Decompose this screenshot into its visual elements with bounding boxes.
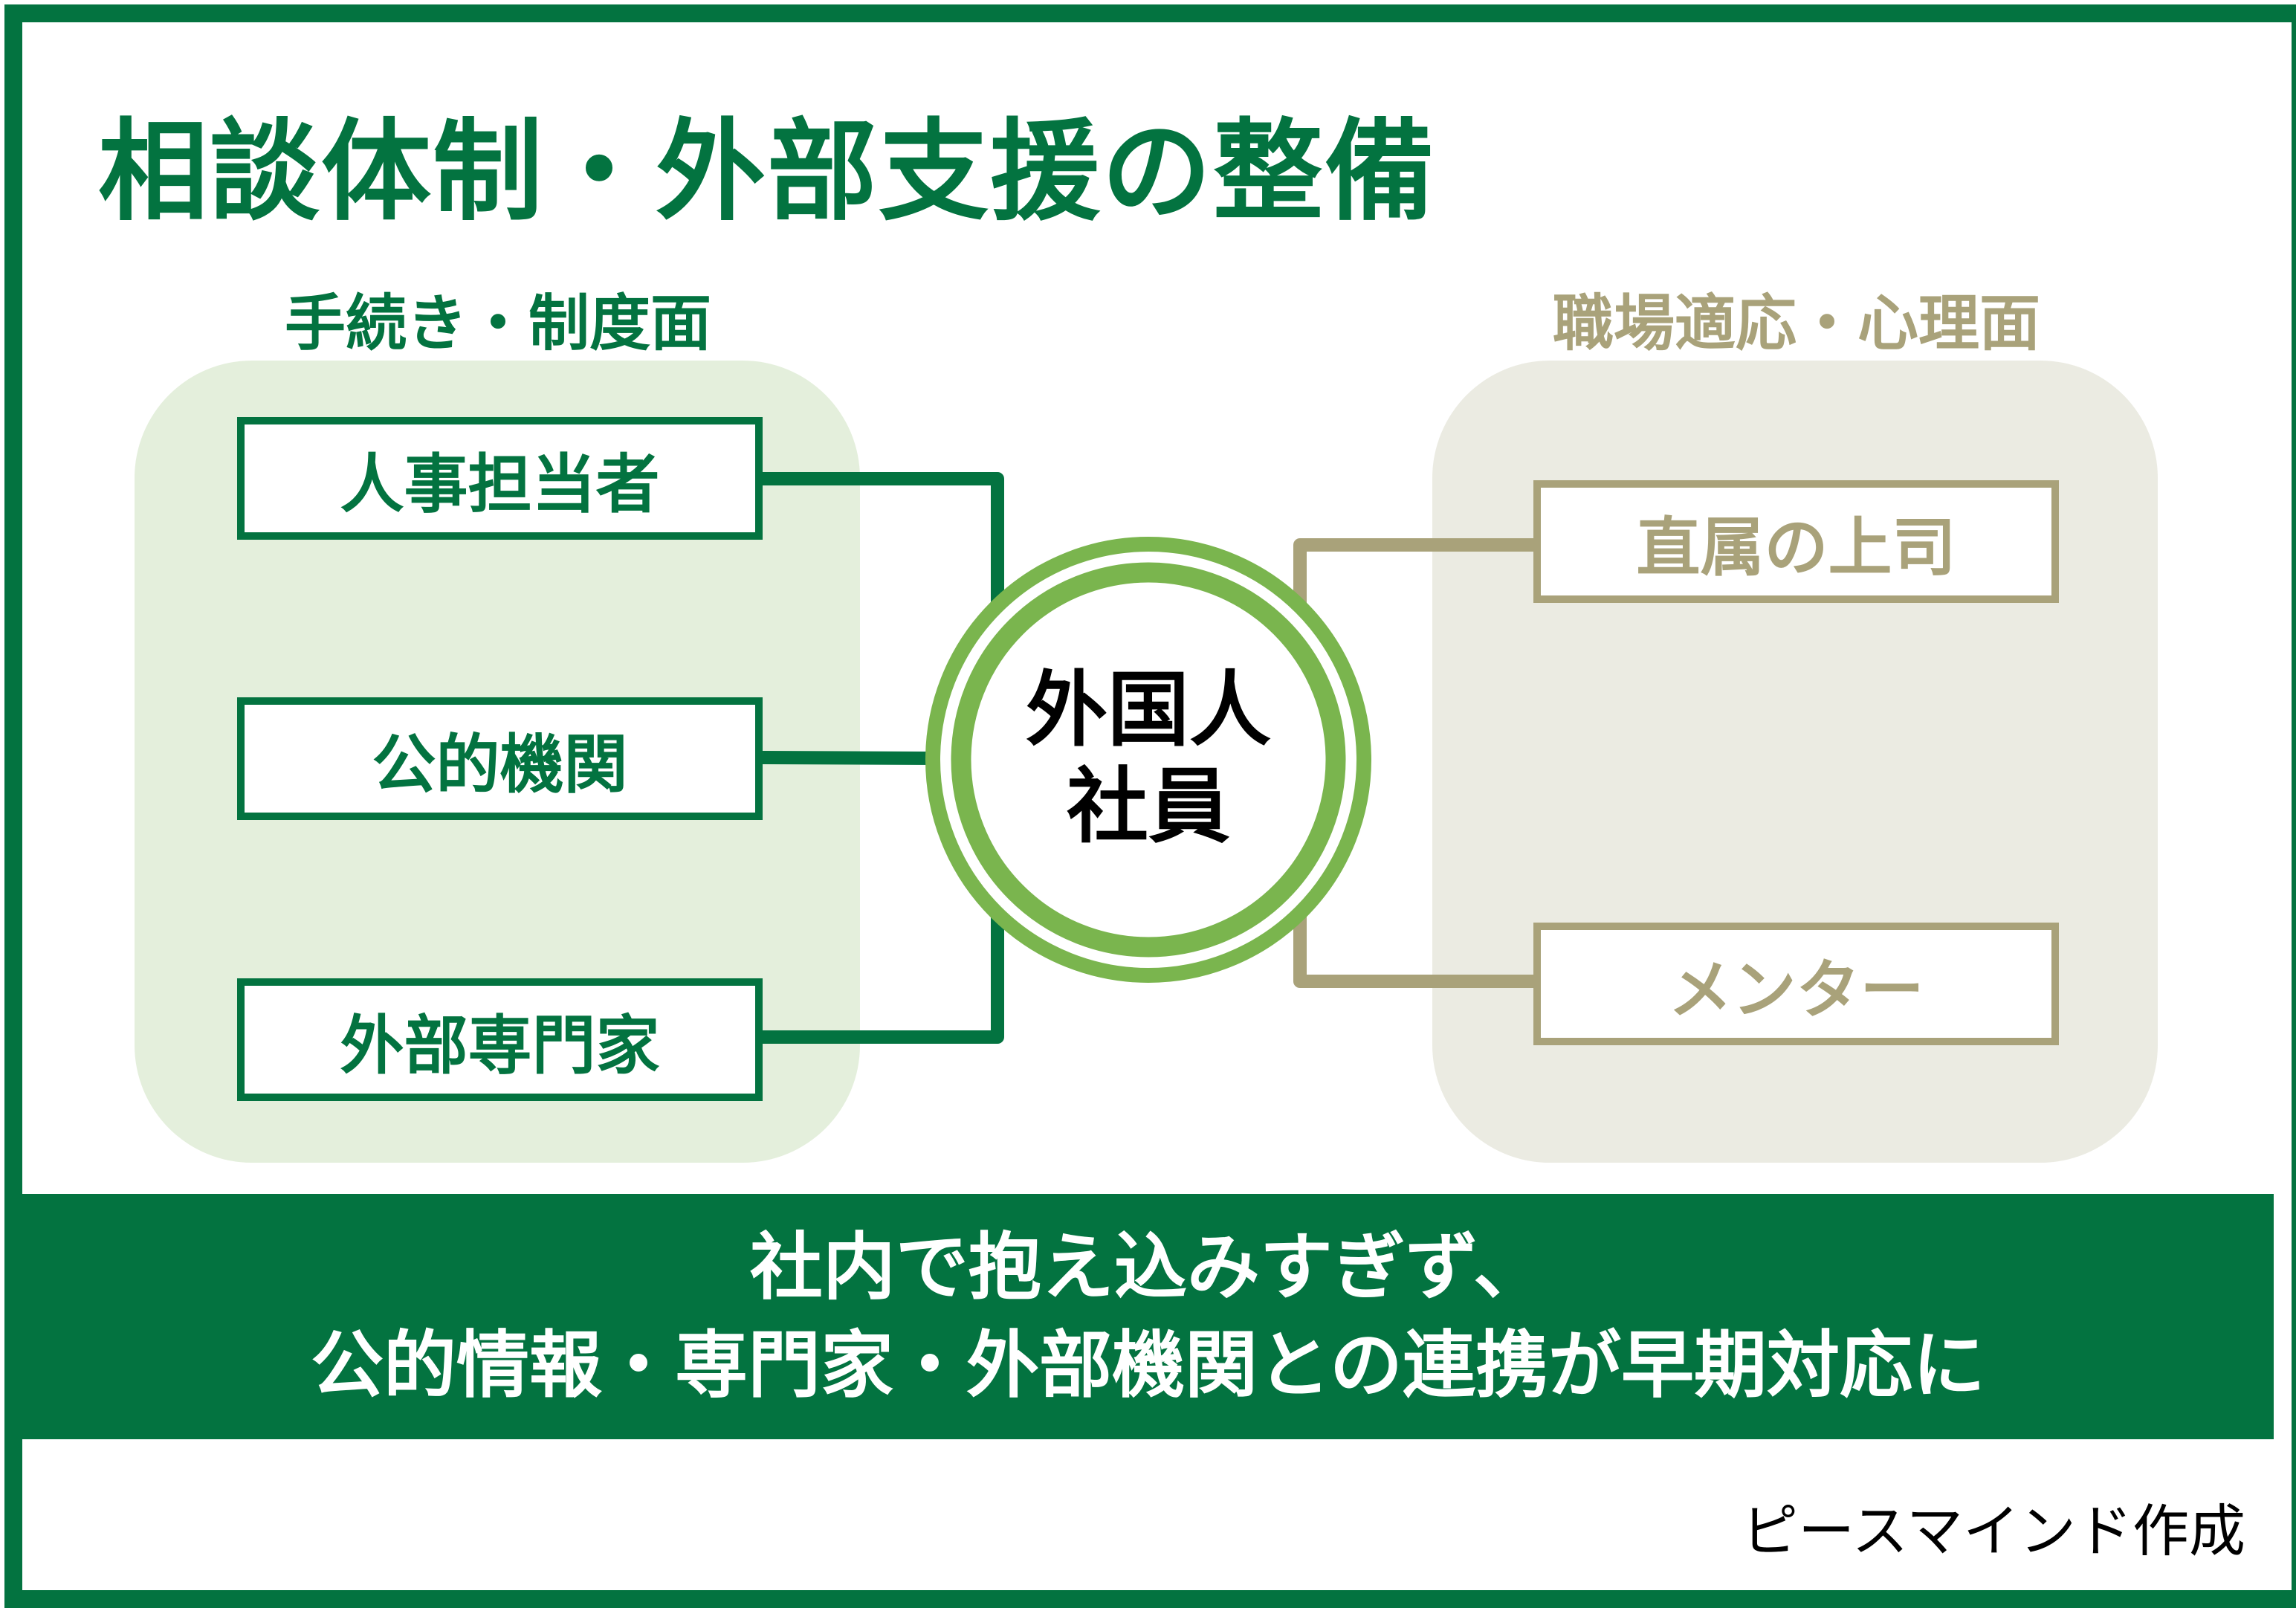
left-column-label: 手続き・制度面 bbox=[284, 288, 711, 359]
banner-line2: 公的情報・専門家・外部機関との連携が早期対応に bbox=[310, 1323, 1986, 1408]
page-title: 相談体制・外部支援の整備 bbox=[98, 108, 1436, 236]
credit-text: ピースマインド作成 bbox=[1742, 1498, 2245, 1564]
banner-line1: 社内で抱え込みすぎず、 bbox=[749, 1225, 1547, 1310]
left-item-hr: 人事担当者 bbox=[237, 417, 763, 540]
left-item-external-expert: 外部専門家 bbox=[237, 978, 763, 1101]
center-label-line2: 社員 bbox=[1067, 759, 1230, 854]
inner-ring bbox=[951, 562, 1346, 958]
center-label-line1: 外国人 bbox=[1026, 662, 1271, 758]
right-item-mentor: メンター bbox=[1533, 923, 2059, 1045]
left-item-public-agency: 公的機関 bbox=[237, 697, 763, 820]
center-label: 外国人 社員 bbox=[1000, 662, 1297, 855]
right-column-label: 職場適応・心理面 bbox=[1552, 288, 2040, 359]
summary-banner: 社内で抱え込みすぎず、 公的情報・専門家・外部機関との連携が早期対応に bbox=[22, 1194, 2274, 1439]
right-item-supervisor: 直属の上司 bbox=[1533, 480, 2059, 603]
